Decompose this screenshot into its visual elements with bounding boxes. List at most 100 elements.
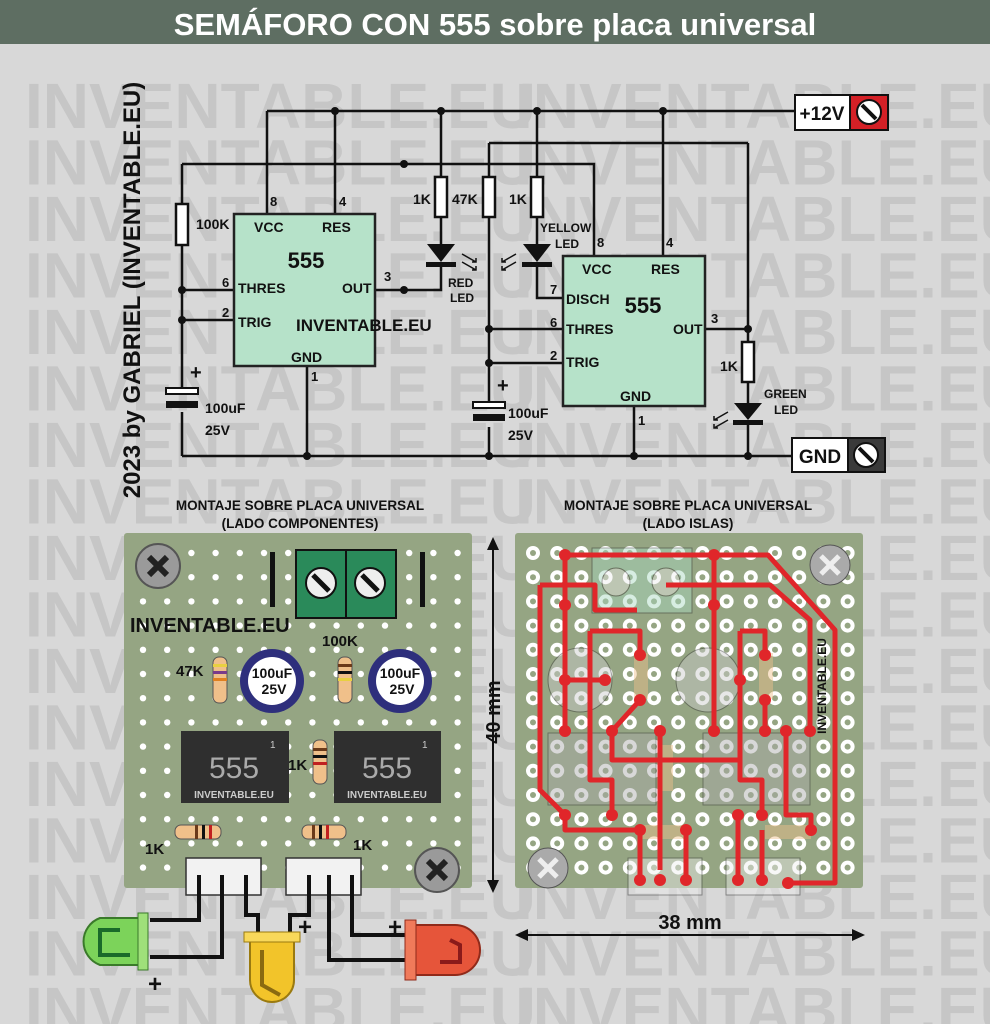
pad-hole xyxy=(844,864,851,871)
board-hole xyxy=(260,719,268,726)
solder-joint xyxy=(805,824,817,836)
pad-hole xyxy=(820,622,827,629)
pad-hole xyxy=(772,574,778,581)
pad-hole xyxy=(796,622,803,629)
ground-label: GND xyxy=(799,447,841,468)
pad-hole xyxy=(578,743,585,750)
pad-hole xyxy=(747,816,754,823)
pad-hole xyxy=(578,792,585,798)
pad-hole xyxy=(554,695,561,702)
solder-joint xyxy=(559,809,571,821)
pad-hole xyxy=(723,864,730,871)
pad-hole xyxy=(626,767,633,774)
svg-text:GND: GND xyxy=(620,388,651,404)
pad-hole xyxy=(554,719,561,726)
pad-hole xyxy=(723,695,730,702)
svg-text:TRIG: TRIG xyxy=(566,354,600,370)
pad-hole xyxy=(626,743,633,750)
board-hole xyxy=(285,622,292,629)
pad-hole xyxy=(675,816,682,823)
pad-hole xyxy=(675,719,682,726)
pad-hole xyxy=(796,792,803,798)
pad-hole xyxy=(626,622,633,629)
board-hole xyxy=(236,574,243,581)
board-hole xyxy=(285,840,292,847)
pad-hole xyxy=(675,840,682,847)
board-hole xyxy=(164,767,171,774)
svg-text:2: 2 xyxy=(550,348,557,363)
board-hole xyxy=(164,719,171,726)
pad-hole xyxy=(651,719,657,726)
pad-hole xyxy=(626,792,633,798)
solder-joint xyxy=(782,877,794,889)
board-hole xyxy=(236,816,243,823)
board-hole xyxy=(139,864,147,871)
svg-text:3: 3 xyxy=(711,311,718,326)
pad-hole xyxy=(772,864,778,871)
solder-joint xyxy=(654,725,666,737)
svg-text:1: 1 xyxy=(638,413,645,428)
pad-hole xyxy=(820,816,827,823)
pad-hole xyxy=(699,598,706,605)
pad-hole xyxy=(699,574,706,581)
solder-joint xyxy=(606,725,618,737)
board-hole xyxy=(406,574,413,581)
pad-hole xyxy=(796,574,803,581)
svg-text:THRES: THRES xyxy=(566,321,613,337)
board-hole xyxy=(454,598,461,605)
pad-hole xyxy=(651,743,657,750)
c1-value: 100uF xyxy=(205,400,246,416)
board-hole xyxy=(164,864,171,871)
board-hole xyxy=(236,622,243,629)
pad-hole xyxy=(772,550,778,556)
red-led-label: RED xyxy=(448,276,474,290)
pad-hole xyxy=(602,719,609,726)
pad-hole xyxy=(554,550,561,556)
pad-hole xyxy=(578,816,585,823)
pad-hole xyxy=(747,792,754,798)
board-hole xyxy=(164,622,171,629)
pad-hole xyxy=(796,840,803,847)
pad-hole xyxy=(723,840,730,847)
pad-hole xyxy=(796,767,803,774)
c1-plus: + xyxy=(190,362,202,384)
component-side-board: INVENTABLE.EU 100K 47K 100uF 25V 100uF 2… xyxy=(124,533,472,896)
pad-hole xyxy=(699,671,706,677)
led-wires xyxy=(150,875,410,962)
board-hole xyxy=(381,840,389,847)
title-bar xyxy=(0,0,990,44)
pad-hole xyxy=(554,840,561,847)
pad-hole xyxy=(554,792,561,798)
yellow-led-plus: + xyxy=(298,914,312,941)
c2-voltage: 25V xyxy=(508,427,534,443)
pad-hole xyxy=(820,840,827,847)
svg-text:OUT: OUT xyxy=(673,321,703,337)
board-hole xyxy=(430,598,437,605)
board-hole xyxy=(454,719,461,726)
board-hole xyxy=(188,598,195,605)
board-hole xyxy=(309,719,316,726)
svg-text:6: 6 xyxy=(222,275,229,290)
board-hole xyxy=(236,840,243,847)
solder-joint xyxy=(559,674,571,686)
watermark-text: INVENTABLE.EU xyxy=(25,70,536,142)
board-hole xyxy=(406,816,413,823)
board-brand: INVENTABLE.EU xyxy=(130,615,290,637)
board-hole xyxy=(236,719,243,726)
svg-text:INVENTABLE.EU: INVENTABLE.EU xyxy=(296,316,432,335)
board-hole xyxy=(164,598,171,605)
board-hole xyxy=(406,549,413,557)
pad-hole xyxy=(626,646,633,653)
pad-hole xyxy=(602,574,609,581)
pad-hole xyxy=(578,840,585,847)
resistors-vertical xyxy=(212,656,353,785)
solder-joint xyxy=(708,725,720,737)
board-hole xyxy=(430,574,437,581)
pad-hole xyxy=(747,864,754,871)
cap2-value: 100uF xyxy=(380,665,421,681)
pad-hole xyxy=(554,574,561,581)
pad-hole xyxy=(578,646,585,653)
island-brand: INVENTABLE.EU xyxy=(815,638,829,734)
board-hole xyxy=(164,840,171,847)
green-led-label: GREEN xyxy=(764,387,807,401)
